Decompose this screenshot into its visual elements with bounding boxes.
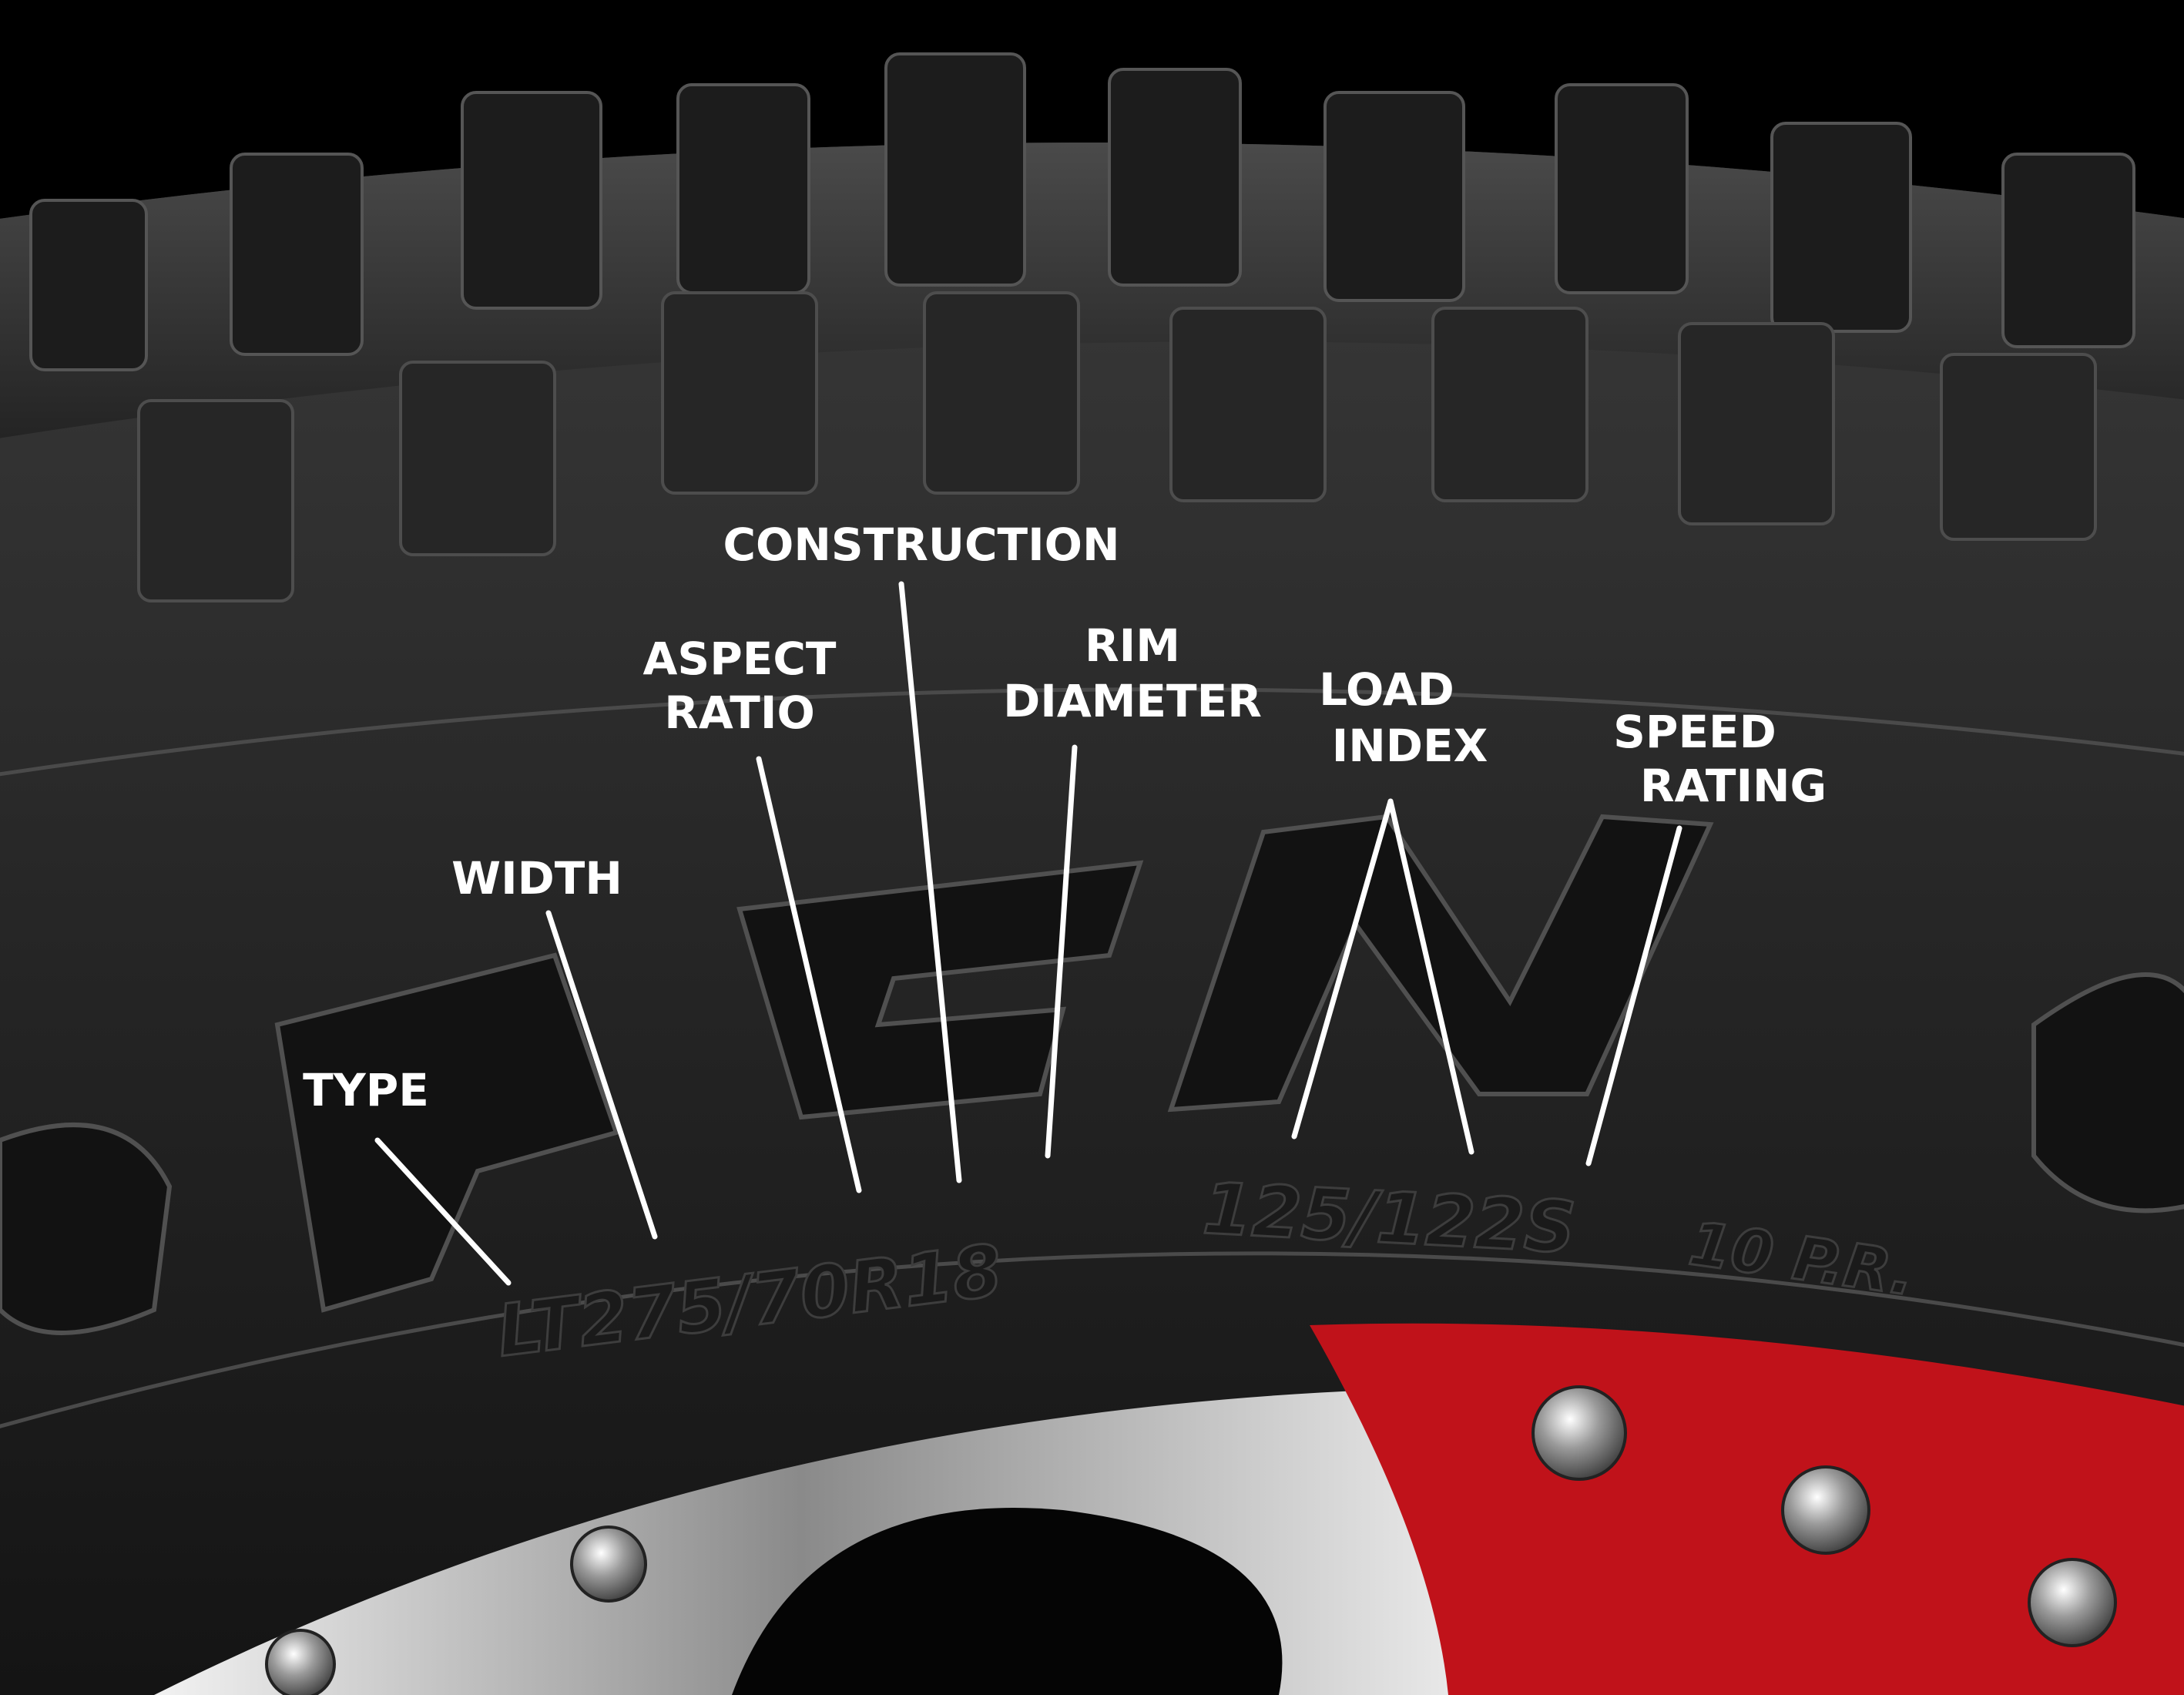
pointer-aspect-ratio (756, 756, 862, 1193)
rim-center-hole (732, 1508, 1283, 1695)
label-type: TYPE (303, 1064, 429, 1116)
pointer-rim-diameter (1045, 744, 1078, 1159)
label-rim-diameter-line1: RIM (1085, 619, 1180, 672)
rim-bolts (265, 1385, 2117, 1695)
label-width: WIDTH (451, 852, 622, 905)
pointer-width (545, 910, 658, 1240)
pointer-construction (898, 581, 962, 1183)
pointer-speed-rating (1585, 825, 1682, 1166)
bolt (2028, 1558, 2117, 1647)
label-speed-rating-line2: RATING (1640, 760, 1827, 812)
bolt (265, 1629, 336, 1695)
tread-blocks (29, 52, 2135, 371)
label-speed-rating-line1: SPEED (1613, 706, 1776, 758)
label-aspect-ratio-line1: ASPECT (643, 633, 837, 685)
rim-red-beadlock (1310, 1323, 2184, 1695)
label-construction: CONSTRUCTION (723, 519, 1119, 571)
bolt (570, 1526, 647, 1603)
pointer-lines (374, 581, 1682, 1286)
labels: TYPE WIDTH ASPECT RATIO CONSTRUCTION RIM… (303, 519, 1827, 1116)
label-load-index-line1: LOAD (1319, 663, 1454, 716)
label-aspect-ratio-line2: RATIO (664, 686, 815, 739)
pointer-type (374, 1137, 512, 1286)
sidewall-groove-lower (0, 1251, 2184, 1428)
label-rim-diameter-line2: DIAMETER (1003, 675, 1262, 727)
pointer-load-index-a (1291, 798, 1394, 1140)
pointer-load-index-b (1387, 798, 1474, 1155)
tread-lugs (137, 291, 2097, 602)
embossed-brand-shapes (0, 814, 2184, 1335)
bolt (1531, 1385, 1627, 1481)
sidewall-groove-upper (0, 687, 2184, 777)
label-load-index-line2: INDEX (1332, 720, 1488, 772)
bolt (1781, 1465, 1870, 1555)
